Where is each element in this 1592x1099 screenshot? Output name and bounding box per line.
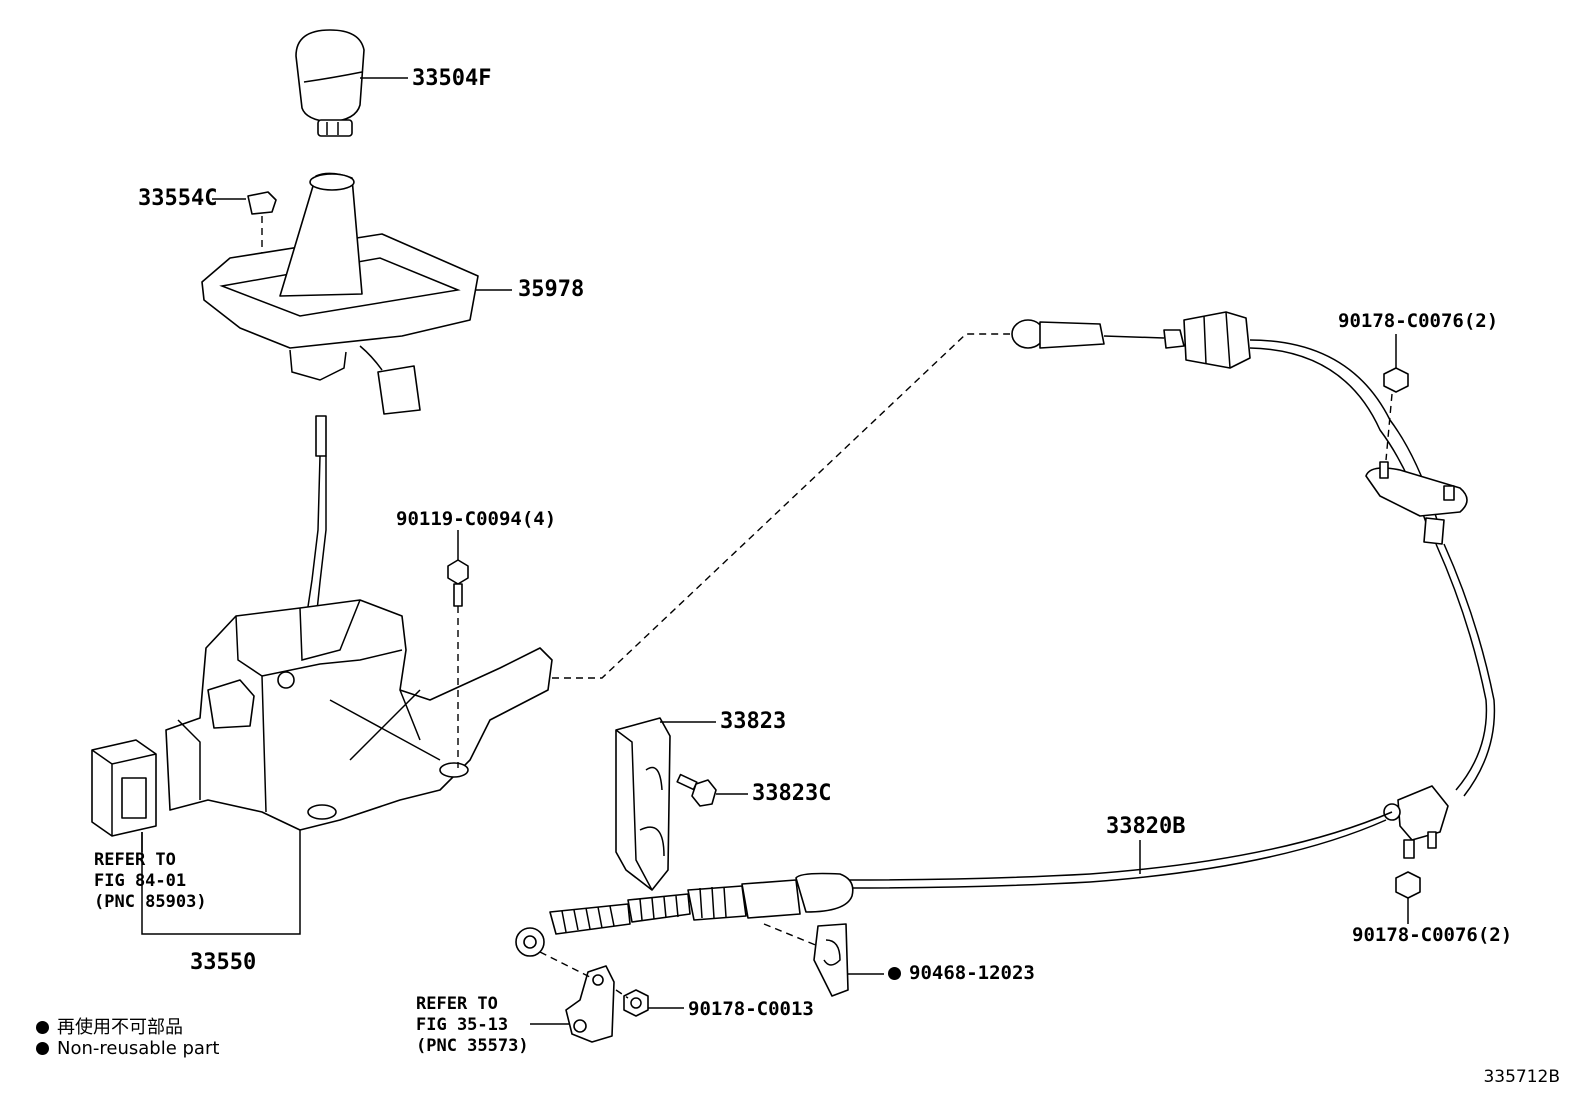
cable-bracket-upper [1366,462,1494,796]
cable-bracket-lower [1384,786,1448,858]
label-33504F: 33504F [412,66,492,91]
nut-upper [1384,334,1408,460]
cable-upper-end [1012,312,1440,535]
shift-knob [296,30,408,136]
small-nut [616,990,684,1016]
shift-lever-assembly [142,416,552,934]
boot-plate [202,173,512,414]
switch-module [92,740,156,852]
label-90178-C0013: 90178-C0013 [688,998,814,1020]
legend-dot-icon [36,1042,49,1055]
legend-japanese: 再使用不可部品 [36,1013,183,1039]
label-90178-C0076-lower: 90178-C0076(2) [1352,924,1513,946]
label-90178-C0076-upper: 90178-C0076(2) [1338,310,1499,332]
label-33823: 33823 [720,709,787,734]
label-33554C: 33554C [138,186,218,211]
legend-dot-icon [36,1021,49,1034]
refer-fig-35-13: REFER TO FIG 35-13 (PNC 35573) [416,994,529,1056]
bracket-bolt-small [677,775,748,806]
small-bracket [530,952,614,1042]
figure-number: 335712B [1483,1067,1560,1087]
label-35978: 35978 [518,277,585,302]
nut-lower [1396,872,1420,924]
label-33550: 33550 [190,950,257,975]
label-90468-12023: 90468-12023 [888,962,1035,984]
refer-fig-84-01: REFER TO FIG 84-01 (PNC 85903) [94,850,207,912]
non-reusable-marker [888,967,901,980]
legend-english: Non-reusable part [36,1038,219,1059]
bracket-plate [616,718,716,890]
bracket-bolt [448,530,468,768]
shift-cable [516,812,1392,956]
label-33820B: 33820B [1106,814,1186,839]
label-90119-C0094: 90119-C0094(4) [396,508,557,530]
retainer-clip [764,924,884,996]
label-33823C: 33823C [752,781,832,806]
